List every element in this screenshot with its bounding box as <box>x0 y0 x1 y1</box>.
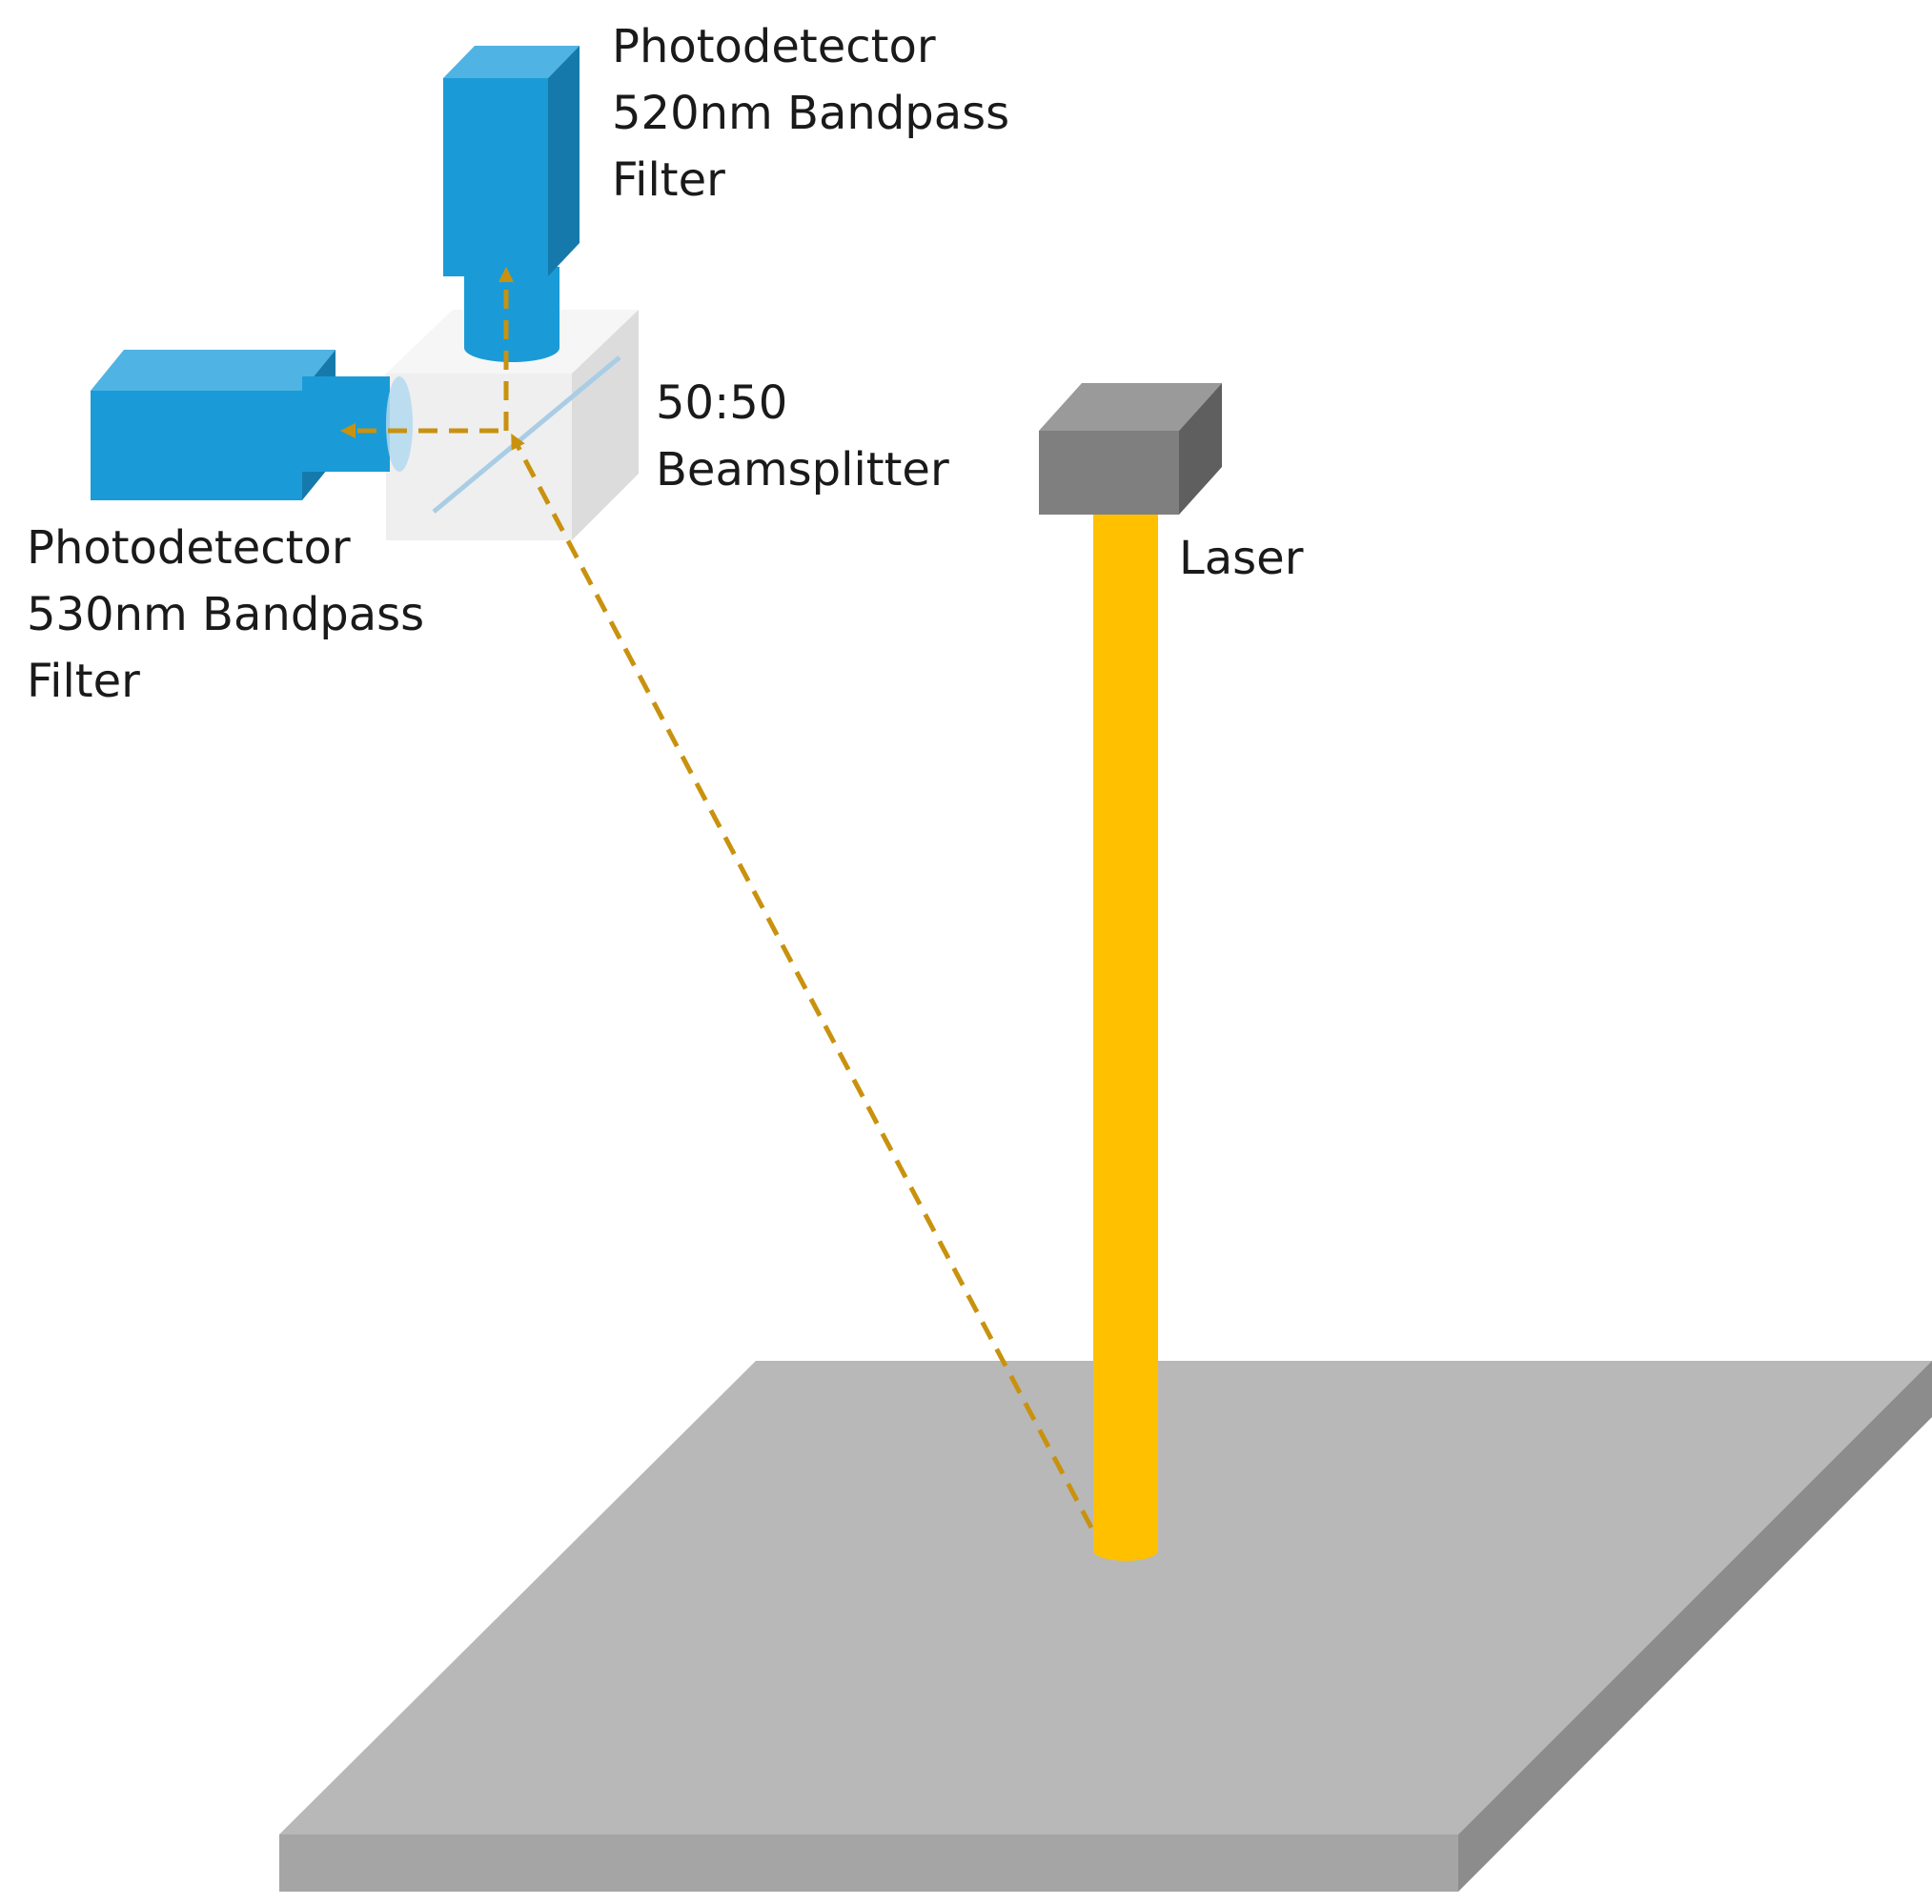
label-line: 520nm Bandpass <box>612 87 1010 140</box>
photodetector-530nm-body <box>91 391 302 500</box>
photodetector-520nm-top <box>443 46 580 78</box>
photodetector-520nm <box>443 46 580 362</box>
scatter-path-to-beamsplitter <box>511 433 1094 1529</box>
laser-head-top <box>1039 383 1222 431</box>
label-laser: Laser <box>1179 532 1304 585</box>
photodetector-530nm <box>91 350 413 500</box>
photodetector-520nm-lens <box>464 334 559 362</box>
photodetector-520nm-body <box>443 78 548 276</box>
label-line: Filter <box>27 655 140 708</box>
laser-head <box>1039 383 1222 515</box>
sample-plate-front <box>279 1834 1458 1892</box>
beamsplitter-front <box>386 374 572 540</box>
label-line: Photodetector <box>612 20 936 73</box>
laser-head-side <box>1179 383 1222 515</box>
photodetector-530nm-lens-tube <box>302 376 390 472</box>
laser-spot <box>1093 1540 1158 1561</box>
label-line: Beamsplitter <box>656 443 949 496</box>
photodetector-530nm-lens <box>386 376 413 472</box>
laser-beam <box>1093 515 1158 1550</box>
label-line: 50:50 <box>656 376 788 430</box>
photodetector-530nm-top <box>91 350 336 391</box>
beamsplitter-mirror <box>432 355 621 514</box>
label-line: Photodetector <box>27 521 351 575</box>
sample-plate-top <box>279 1361 1932 1834</box>
label-photodetector-520nm: Photodetector 520nm Bandpass Filter <box>612 13 1009 213</box>
scattered-light-paths <box>339 266 1094 1529</box>
sample-plate-side <box>1458 1361 1932 1892</box>
laser-head-front <box>1039 431 1179 515</box>
label-beamsplitter: 50:50 Beamsplitter <box>656 370 949 503</box>
sample-plate <box>279 1361 1932 1892</box>
label-line: 530nm Bandpass <box>27 588 425 641</box>
beamsplitter-side <box>572 310 639 540</box>
label-line: Filter <box>612 153 725 207</box>
label-photodetector-530nm: Photodetector 530nm Bandpass Filter <box>27 515 424 715</box>
photodetector-520nm-side <box>548 46 580 276</box>
